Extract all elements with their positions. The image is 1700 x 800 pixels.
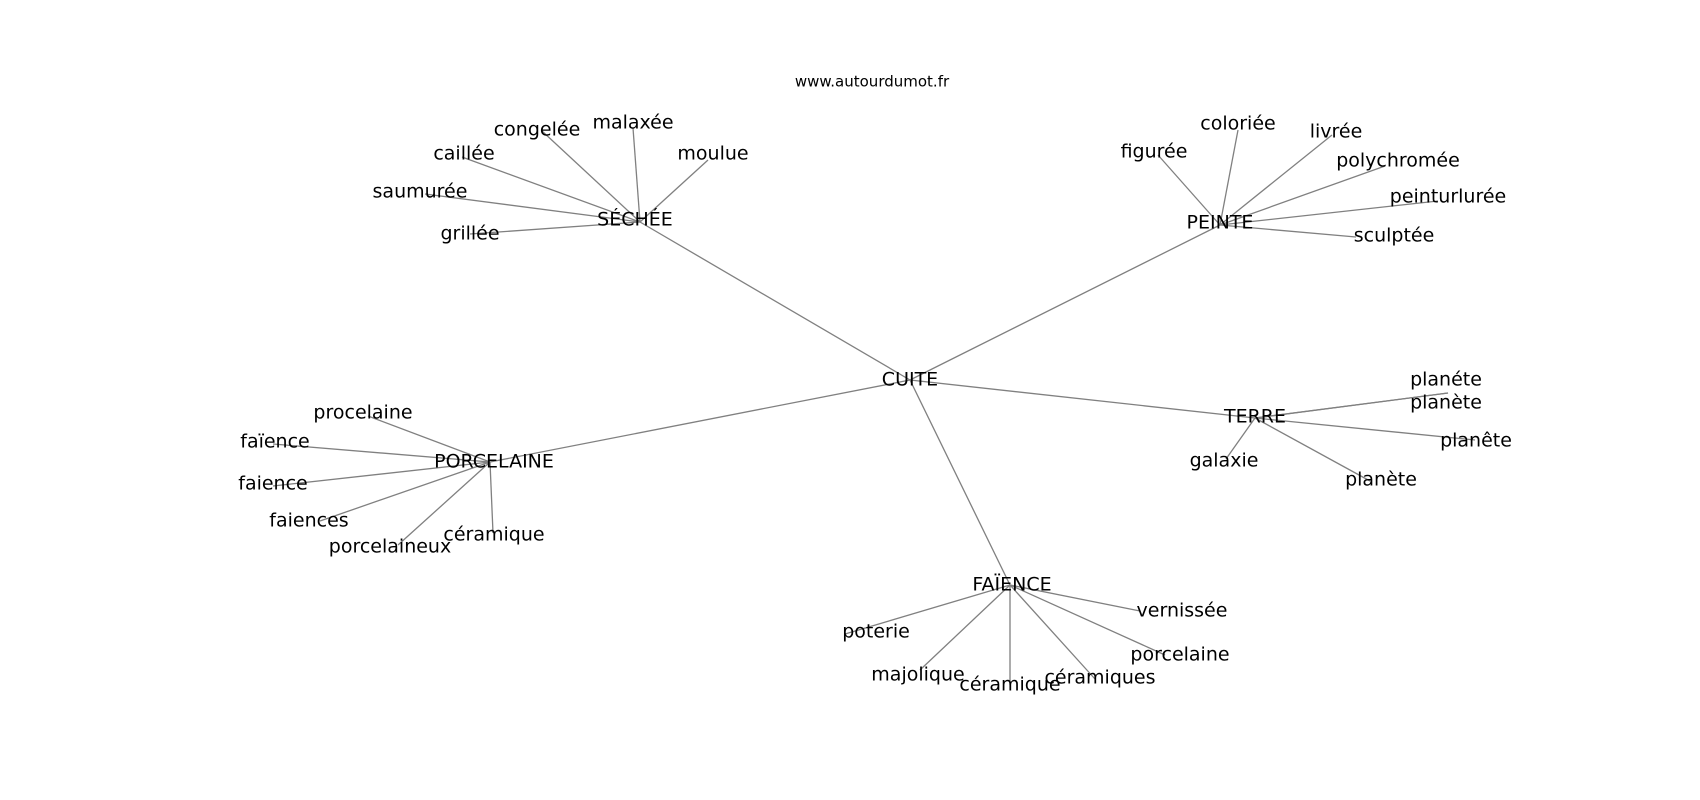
edge-porcelaine-ceramique bbox=[489, 461, 494, 534]
edge-sechee-moulue bbox=[639, 159, 709, 223]
node-leaf-faience-vernissee: vernissée bbox=[1137, 600, 1228, 622]
edge-faience-porcelaine bbox=[1009, 584, 1166, 656]
node-hub-peinte: PEINTE bbox=[1187, 212, 1254, 234]
node-leaf-faience-ceramiques: céramiques bbox=[1044, 667, 1155, 689]
edge-peinte-polychromee bbox=[1219, 165, 1386, 226]
node-leaf-terre-planete: planète bbox=[1410, 392, 1482, 414]
node-center-cuite: CUITE bbox=[882, 369, 938, 391]
edge-center-faience bbox=[909, 379, 1011, 586]
edge-terre-planete bbox=[1254, 392, 1449, 419]
node-leaf-peinte-peinturluree: peinturlurée bbox=[1390, 186, 1506, 208]
edge-peinte-livree bbox=[1219, 134, 1333, 226]
node-leaf-porcelaine-faience: faïence bbox=[240, 431, 309, 453]
edge-sechee-saumuree bbox=[424, 193, 641, 223]
node-leaf-porcelaine-ceramique: céramique bbox=[443, 524, 544, 546]
node-hub-faience: FAÏENCE bbox=[972, 573, 1051, 596]
edge-center-sechee bbox=[639, 221, 911, 381]
edge-porcelaine-faiences bbox=[319, 461, 491, 522]
edge-sechee-congelee bbox=[541, 130, 641, 223]
edge-faience-majolique bbox=[919, 584, 1011, 671]
edge-porcelaine-faience bbox=[272, 461, 491, 487]
edge-center-peinte bbox=[909, 224, 1221, 381]
graph-nodes: CUITE SÉCHÉE grillée saumurée cailléecongelé… bbox=[238, 112, 1512, 696]
node-leaf-faience-porcelaine: porcelaine bbox=[1130, 644, 1229, 666]
node-hub-porcelaine: PORCELAINE bbox=[434, 451, 554, 473]
node-leaf-peinte-coloriee: coloriée bbox=[1200, 113, 1275, 135]
edge-terre-planete bbox=[1254, 417, 1371, 482]
node-leaf-faience-majolique: majolique bbox=[871, 664, 964, 686]
node-leaf-peinte-figuree: figurée bbox=[1121, 141, 1188, 163]
node-leaf-sechee-congelee: congelée bbox=[494, 119, 581, 141]
edge-sechee-malaxee bbox=[632, 127, 641, 223]
graph-edges bbox=[272, 127, 1476, 685]
edge-peinte-peinturluree bbox=[1219, 200, 1439, 226]
node-leaf-peinte-sculptee: sculptée bbox=[1354, 225, 1435, 247]
edge-terre-planete bbox=[1254, 417, 1476, 441]
edge-porcelaine-porcelaineux bbox=[397, 461, 491, 546]
node-leaf-terre-planete: planête bbox=[1440, 430, 1512, 452]
edge-terre-galaxie bbox=[1225, 417, 1256, 460]
node-leaf-peinte-polychromee: polychromée bbox=[1336, 150, 1460, 172]
edge-faience-vernissee bbox=[1009, 584, 1141, 612]
node-leaf-porcelaine-porcelaineux: porcelaineux bbox=[329, 536, 451, 558]
edge-peinte-figuree bbox=[1157, 154, 1221, 226]
edge-porcelaine-procelaine bbox=[367, 415, 491, 463]
edge-faience-ceramiques bbox=[1009, 584, 1096, 680]
node-leaf-porcelaine-faience: faience bbox=[238, 473, 307, 495]
node-leaf-porcelaine-faiences: faiences bbox=[269, 510, 348, 532]
edge-center-terre bbox=[909, 379, 1256, 419]
node-leaf-faience-ceramique: céramique bbox=[959, 674, 1060, 696]
edge-peinte-coloriee bbox=[1219, 129, 1239, 226]
node-hub-sechee: SÉCHÉE bbox=[597, 208, 673, 231]
node-leaf-porcelaine-procelaine: procelaine bbox=[313, 402, 412, 424]
node-leaf-faience-poterie: poterie bbox=[842, 621, 910, 643]
node-leaf-peinte-livree: livrée bbox=[1310, 121, 1363, 143]
edge-center-porcelaine bbox=[489, 379, 911, 463]
site-watermark: www.autourdumot.fr bbox=[795, 73, 950, 91]
node-leaf-sechee-caillee: caillée bbox=[433, 143, 494, 165]
node-leaf-terre-planete: planéte bbox=[1410, 369, 1482, 391]
node-leaf-terre-galaxie: galaxie bbox=[1190, 450, 1259, 472]
node-hub-terre: TERRE bbox=[1223, 406, 1286, 428]
node-leaf-sechee-saumuree: saumurée bbox=[373, 181, 468, 203]
edge-porcelaine-faience bbox=[272, 443, 491, 463]
node-leaf-sechee-moulue: moulue bbox=[677, 143, 748, 165]
edge-sechee-caillee bbox=[461, 156, 641, 223]
node-leaf-sechee-malaxee: malaxée bbox=[592, 112, 673, 134]
node-leaf-terre-planete: planète bbox=[1345, 469, 1417, 491]
edge-sechee-grillee bbox=[469, 221, 641, 235]
edge-peinte-sculptee bbox=[1219, 224, 1357, 238]
node-leaf-sechee-grillee: grillée bbox=[440, 223, 499, 245]
edge-faience-poterie bbox=[844, 584, 1011, 635]
